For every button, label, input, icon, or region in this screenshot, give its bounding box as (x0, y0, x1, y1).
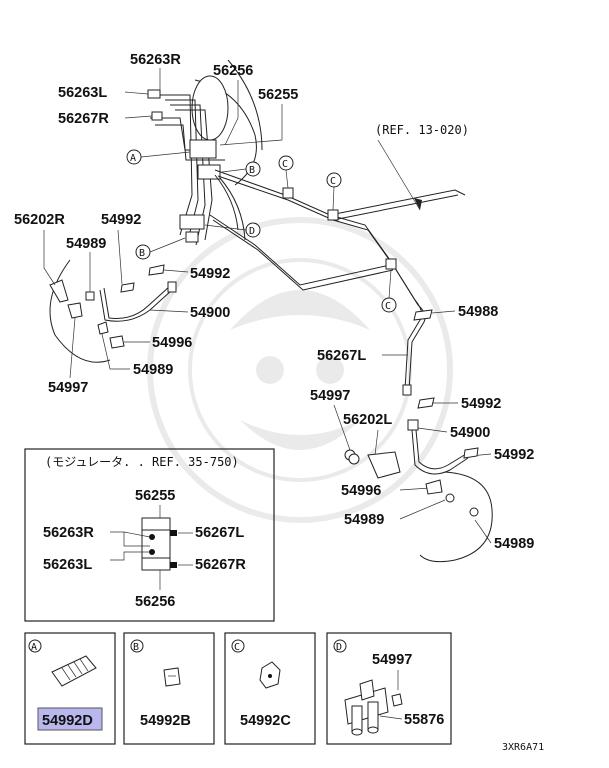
detail-box-c: C 54992C (224, 632, 316, 745)
callout-c-3[interactable]: C (381, 269, 397, 313)
part-label-54989-right[interactable]: 54989 (344, 512, 384, 528)
part-label-56255[interactable]: 56255 (258, 87, 298, 103)
svg-text:C: C (282, 159, 288, 170)
right-brake-assembly (344, 419, 493, 563)
part-label-54900-left[interactable]: 54900 (190, 305, 230, 321)
mod-label-56263l[interactable]: 56263L (43, 557, 92, 573)
part-label-54989-right-2[interactable]: 54989 (494, 536, 534, 552)
detail-d-letter: D (336, 642, 342, 653)
detail-box-d: D 54997 55876 (326, 632, 452, 745)
master-cylinder-assembly (147, 59, 263, 246)
part-label-54997-right[interactable]: 54997 (310, 388, 350, 404)
detail-box-a: A 54992D (24, 632, 116, 745)
highlight-54992d (37, 707, 103, 731)
clip-54992b-icon (163, 667, 181, 687)
part-label-56256[interactable]: 56256 (213, 63, 253, 79)
part-label-56202r[interactable]: 56202R (14, 212, 65, 228)
modulator-reference-box: (モジュレータ. . REF. 35-750) 56255 56263R 562… (24, 448, 275, 622)
mod-label-56267r[interactable]: 56267R (195, 557, 246, 573)
part-label-54900-right[interactable]: 54900 (450, 425, 490, 441)
part-label-54989-left[interactable]: 54989 (66, 236, 106, 252)
mod-label-56256[interactable]: 56256 (135, 594, 175, 610)
detail-box-b: B 54992B (123, 632, 215, 745)
part-label-56267l[interactable]: 56267L (317, 348, 366, 364)
part-label-54988[interactable]: 54988 (458, 304, 498, 320)
detail-part-54992b[interactable]: 54992B (140, 713, 191, 729)
part-label-56202l[interactable]: 56202L (343, 412, 392, 428)
part-label-56267r[interactable]: 56267R (58, 111, 109, 127)
part-label-54989-left-2[interactable]: 54989 (133, 362, 173, 378)
callout-c-2[interactable]: C (326, 172, 342, 211)
left-brake-assembly (49, 259, 177, 363)
detail-part-54992d[interactable]: 54992D (42, 713, 93, 729)
part-label-54997-left[interactable]: 54997 (48, 380, 88, 396)
svg-text:C: C (330, 176, 336, 187)
callout-d[interactable]: D (204, 222, 261, 238)
detail-part-54992c[interactable]: 54992C (240, 713, 291, 729)
mod-label-56255[interactable]: 56255 (135, 488, 175, 504)
part-label-54992-right[interactable]: 54992 (461, 396, 501, 412)
part-label-56263r[interactable]: 56263R (130, 52, 181, 68)
watermark-logo (147, 217, 453, 523)
svg-text:C: C (385, 301, 391, 312)
detail-a-letter: A (31, 642, 37, 653)
callout-b-mid[interactable]: B (135, 237, 186, 260)
detail-part-55876[interactable]: 55876 (404, 712, 444, 728)
part-label-54992-left[interactable]: 54992 (101, 212, 141, 228)
part-label-54996-right[interactable]: 54996 (341, 483, 381, 499)
ref-label-35-750: (モジュレータ. . REF. 35-750) (45, 455, 239, 469)
svg-text:D: D (249, 226, 255, 237)
detail-b-letter: B (133, 642, 139, 653)
callout-b-top[interactable]: B (221, 161, 261, 177)
callout-c-1[interactable]: C (278, 155, 294, 189)
part-label-54996-left[interactable]: 54996 (152, 335, 192, 351)
valve-55876-icon (344, 679, 403, 736)
part-label-56263l[interactable]: 56263L (58, 85, 107, 101)
clip-54992c-icon (259, 661, 281, 689)
svg-text:A: A (130, 153, 136, 164)
diagram-code: 3XR6A71 (502, 742, 544, 753)
ref-label-13-020: (REF. 13-020) (375, 123, 469, 137)
part-label-54992-mid[interactable]: 54992 (190, 266, 230, 282)
detail-part-54997[interactable]: 54997 (372, 652, 412, 668)
callout-a-top[interactable]: A (126, 149, 191, 165)
part-label-54992-right-2[interactable]: 54992 (494, 447, 534, 463)
mod-label-56267l[interactable]: 56267L (195, 525, 244, 541)
svg-text:B: B (139, 248, 145, 259)
mod-label-56263r[interactable]: 56263R (43, 525, 94, 541)
detail-c-letter: C (234, 642, 240, 653)
clip-54992d-icon (51, 655, 97, 687)
svg-text:B: B (249, 165, 255, 176)
